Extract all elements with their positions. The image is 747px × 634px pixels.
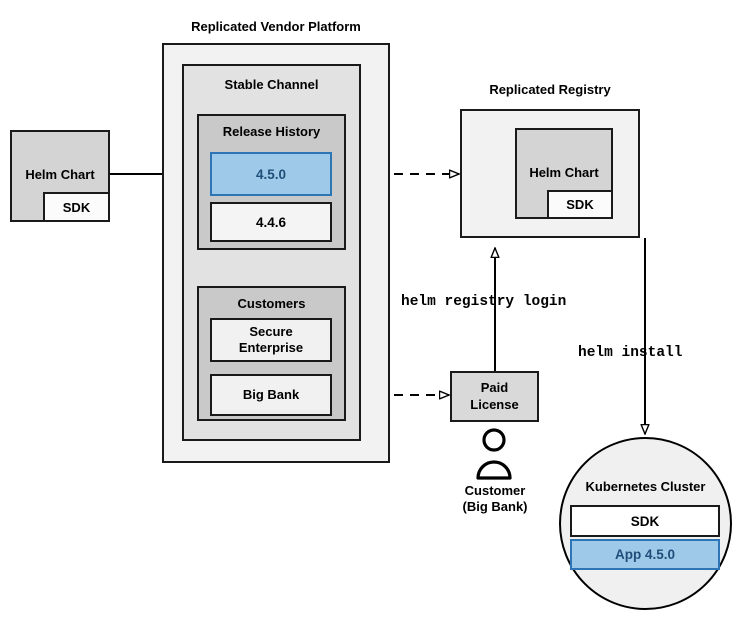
registry-title: Replicated Registry: [489, 82, 611, 97]
release-history-title: Release History: [222, 124, 321, 139]
source-sdk-box: SDK: [43, 192, 110, 222]
registry-helm-chart-label: Helm Chart: [529, 165, 599, 180]
customer-item-secure-enterprise[interactable]: Secure Enterprise: [210, 318, 332, 362]
cluster-item-sdk[interactable]: SDK: [570, 505, 720, 537]
person-icon: [474, 428, 514, 480]
registry-sdk-box: SDK: [547, 190, 613, 219]
stable-channel-title: Stable Channel: [224, 77, 319, 92]
command-helm-install: helm install: [578, 345, 683, 361]
customer-item-big-bank[interactable]: Big Bank: [210, 374, 332, 416]
release-item-previous[interactable]: 4.4.6: [210, 202, 332, 242]
kubernetes-cluster-title: Kubernetes Cluster: [585, 479, 706, 494]
command-helm-registry-login: helm registry login: [401, 294, 567, 310]
vendor-platform-title: Replicated Vendor Platform: [191, 19, 361, 34]
customer-actor-caption: Customer (Big Bank): [462, 483, 528, 515]
release-item-current[interactable]: 4.5.0: [210, 152, 332, 196]
source-helm-chart-label: Helm Chart: [25, 167, 95, 182]
paid-license-box[interactable]: Paid License: [450, 371, 539, 422]
customers-title: Customers: [237, 296, 306, 311]
cluster-item-app[interactable]: App 4.5.0: [570, 539, 720, 570]
